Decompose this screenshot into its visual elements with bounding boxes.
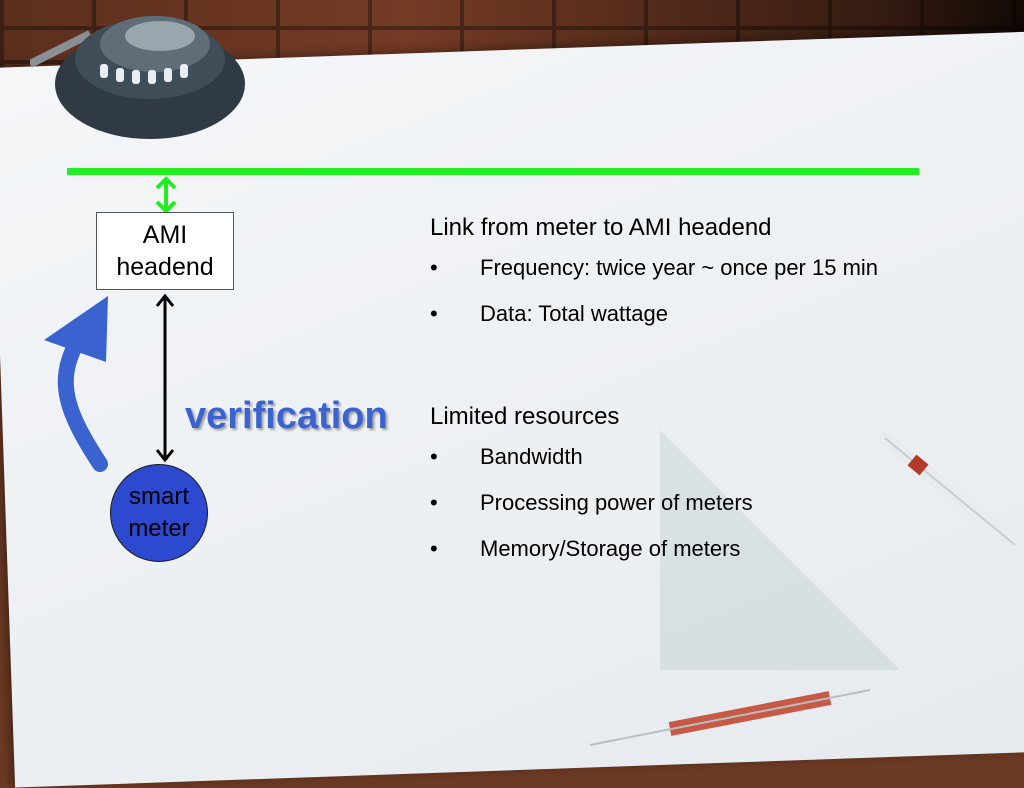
link-section: Link from meter to AMI headend • Frequen… bbox=[430, 214, 878, 346]
section-heading: Link from meter to AMI headend bbox=[430, 214, 772, 241]
ami-headend-label: AMI headend bbox=[116, 221, 214, 281]
bullet-item: • Data: Total wattage bbox=[430, 300, 878, 328]
double-arrow-icon bbox=[155, 293, 175, 463]
pencil-decoration bbox=[583, 683, 877, 752]
drafting-triangle-decoration bbox=[660, 430, 900, 670]
curved-arrow-icon bbox=[44, 296, 108, 472]
bullet-glyph: • bbox=[430, 255, 438, 280]
bullet-item: • Frequency: twice year ~ once per 15 mi… bbox=[430, 254, 878, 282]
bullet-item: • Processing power of meters bbox=[430, 489, 753, 517]
bullet-text: Processing power of meters bbox=[480, 490, 753, 515]
bullet-text: Data: Total wattage bbox=[480, 301, 668, 326]
bullet-item: • Memory/Storage of meters bbox=[430, 535, 753, 563]
bullet-item: • Bandwidth bbox=[430, 443, 753, 471]
verification-label: verification bbox=[185, 395, 388, 437]
bullet-text: Frequency: twice year ~ once per 15 min bbox=[480, 255, 879, 280]
ami-headend-box: AMI headend bbox=[96, 212, 234, 290]
smart-meter-label: smart meter bbox=[128, 483, 190, 542]
bullet-text: Bandwidth bbox=[480, 444, 583, 469]
double-arrow-icon bbox=[155, 176, 177, 214]
bullet-glyph: • bbox=[430, 536, 438, 561]
bullet-glyph: • bbox=[430, 301, 438, 326]
network-link-line bbox=[67, 168, 919, 175]
resources-section: Limited resources • Bandwidth • Processi… bbox=[430, 403, 753, 581]
bullet-glyph: • bbox=[430, 444, 438, 469]
smart-meter-node: smart meter bbox=[110, 464, 208, 562]
bullet-text: Memory/Storage of meters bbox=[480, 536, 741, 561]
desk-lamp-decoration bbox=[30, 16, 245, 139]
pen-decoration bbox=[878, 431, 1022, 552]
bullet-glyph: • bbox=[430, 490, 438, 515]
section-heading: Limited resources bbox=[430, 403, 620, 430]
